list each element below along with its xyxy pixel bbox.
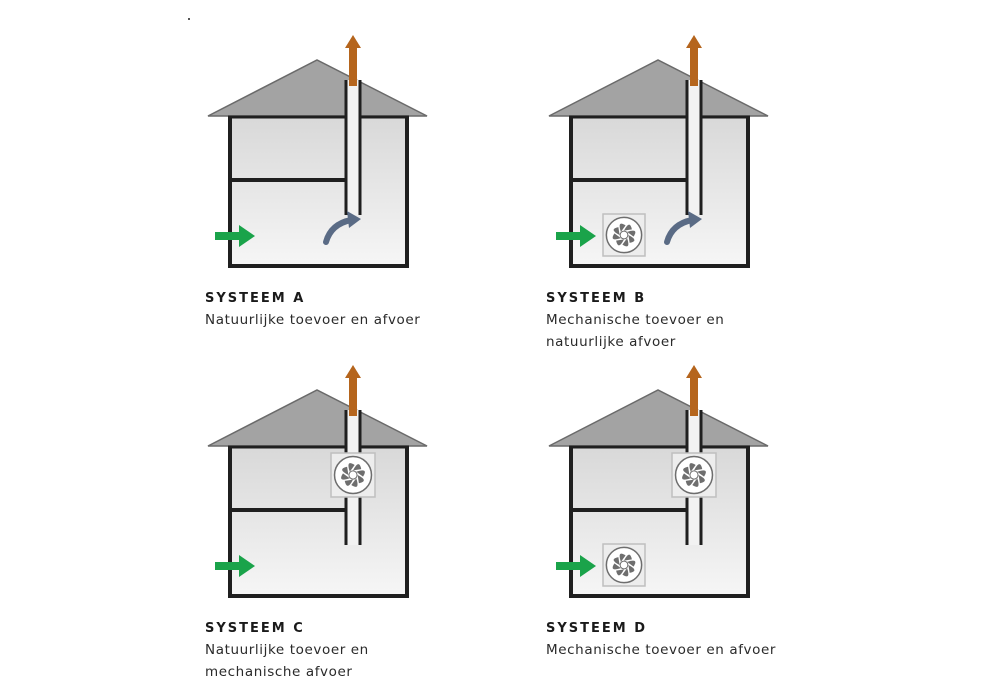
system-c-panel: SYSTEEM C Natuurlijke toevoer en mechani… [195, 358, 495, 688]
house-diagram-b [548, 35, 769, 268]
system-b-title: SYSTEEM B [546, 291, 647, 306]
system-d-title: SYSTEEM D [546, 621, 648, 636]
system-b-description-line-2: natuurlijke afvoer [546, 334, 676, 350]
exhaust-arrow-icon [686, 365, 702, 416]
fan-icon [602, 543, 646, 587]
roof [548, 389, 769, 447]
supply-air-arrow-icon [556, 555, 596, 577]
fan-icon [602, 213, 646, 257]
interior [230, 116, 407, 266]
roof [207, 389, 428, 447]
supply-air-arrow-icon [556, 225, 596, 247]
house-diagram-d [548, 365, 769, 598]
exhaust-arrow-icon [345, 35, 361, 86]
supply-air-arrow-icon [215, 225, 255, 247]
system-a-description-line-1: Natuurlijke toevoer en afvoer [205, 312, 421, 328]
system-c-description-line-1: Natuurlijke toevoer en [205, 642, 369, 658]
house-diagram-c [207, 365, 428, 598]
natural-exhaust-curved-arrow-icon [323, 211, 361, 245]
supply-air-arrow-icon [215, 555, 255, 577]
interior [230, 446, 407, 596]
interior [571, 446, 748, 596]
system-b-panel: SYSTEEM B Mechanische toevoer en natuurl… [536, 28, 836, 358]
fan-icon [671, 452, 717, 498]
system-c-title: SYSTEEM C [205, 621, 305, 636]
exhaust-arrow-icon [345, 365, 361, 416]
system-b-description-line-1: Mechanische toevoer en [546, 312, 725, 328]
system-a-title: SYSTEEM A [205, 291, 306, 306]
roof [207, 59, 428, 117]
system-c-description-line-2: mechanische afvoer [205, 664, 353, 680]
system-d-description-line-1: Mechanische toevoer en afvoer [546, 642, 777, 658]
fan-icon [330, 452, 376, 498]
exhaust-arrow-icon [686, 35, 702, 86]
stray-dot [188, 18, 190, 20]
system-a-panel: SYSTEEM A Natuurlijke toevoer en afvoer [195, 28, 495, 358]
system-d-panel: SYSTEEM D Mechanische toevoer en afvoer [536, 358, 836, 688]
interior [571, 116, 748, 266]
natural-exhaust-curved-arrow-icon [664, 211, 702, 245]
house-diagram-a [207, 35, 428, 268]
chimney-duct [346, 80, 360, 215]
roof [548, 59, 769, 117]
chimney-duct [687, 80, 701, 215]
